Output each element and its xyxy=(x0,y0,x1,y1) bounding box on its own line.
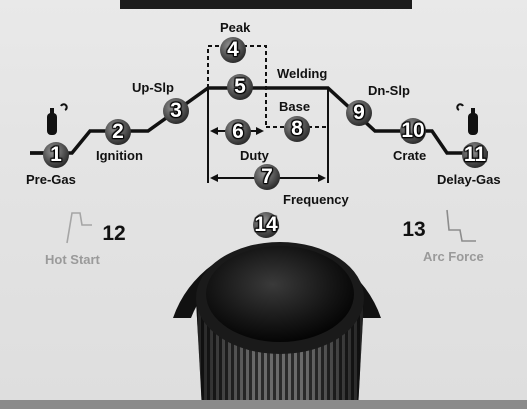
frequency-arrow-left-head xyxy=(210,174,218,182)
label-delay-gas: Delay-Gas xyxy=(437,172,501,187)
label-welding: Welding xyxy=(277,66,328,81)
label-hot-start: Hot Start xyxy=(45,252,100,267)
top-edge-bar xyxy=(120,0,412,9)
marker-2-ignition[interactable]: 2 xyxy=(105,119,131,145)
waveform-line xyxy=(30,86,488,155)
label-arc-force: Arc Force xyxy=(423,249,484,264)
label-pre-gas: Pre-Gas xyxy=(26,172,76,187)
label-peak: Peak xyxy=(220,20,251,35)
marker-5-welding[interactable]: 5 xyxy=(227,74,253,100)
bottom-edge-bar xyxy=(0,400,527,409)
frequency-arrow-right-head xyxy=(318,174,326,182)
marker-12-hot-start[interactable]: 12 xyxy=(102,222,126,245)
marker-11-delay-gas[interactable]: 11 xyxy=(462,142,488,168)
duty-arrow-right-head xyxy=(256,127,264,135)
control-knob[interactable] xyxy=(196,242,364,409)
arc-force-waveform-icon xyxy=(446,209,476,242)
marker-14-knob[interactable]: 14 xyxy=(253,212,279,238)
marker-10-crate[interactable]: 10 xyxy=(400,118,426,144)
label-frequency: Frequency xyxy=(283,192,349,207)
marker-8-base[interactable]: 8 xyxy=(284,116,310,142)
marker-7-frequency[interactable]: 7 xyxy=(254,164,280,190)
marker-6-duty[interactable]: 6 xyxy=(225,119,251,145)
label-crate: Crate xyxy=(393,148,427,163)
label-down-slope: Dn-Slp xyxy=(368,83,410,98)
gas-cylinder-icon xyxy=(47,103,68,135)
marker-4-peak[interactable]: 4 xyxy=(220,37,246,63)
label-base: Base xyxy=(279,99,311,114)
marker-9-down-slope[interactable]: 9 xyxy=(346,100,372,126)
marker-3-up-slope[interactable]: 3 xyxy=(163,98,189,124)
duty-arrow-left-head xyxy=(210,127,218,135)
label-ignition: Ignition xyxy=(96,148,143,163)
gas-cylinder-icon xyxy=(456,103,478,135)
label-up-slope: Up-Slp xyxy=(132,80,174,95)
label-duty: Duty xyxy=(240,148,269,163)
marker-13-arc-force[interactable]: 13 xyxy=(402,218,426,241)
hot-start-waveform-icon xyxy=(66,212,92,244)
marker-1-pre-gas[interactable]: 1 xyxy=(43,142,69,168)
